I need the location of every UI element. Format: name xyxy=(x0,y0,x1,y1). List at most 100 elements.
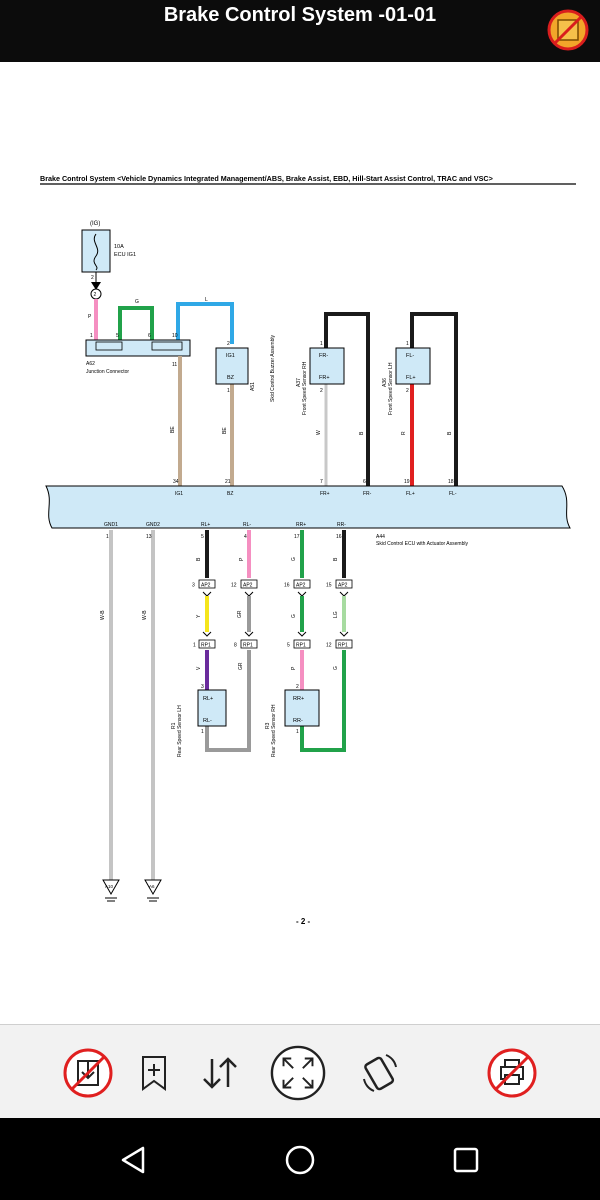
wire-color-p: P xyxy=(88,314,92,320)
wire-color-g: G xyxy=(333,666,339,670)
junction-pin: 11 xyxy=(172,362,177,368)
sensor-name: Front Speed Sensor LH xyxy=(388,362,394,415)
no-download-icon[interactable] xyxy=(60,1045,116,1101)
sensor-pin: 2 xyxy=(296,684,299,690)
sensor-terminal: FR+ xyxy=(319,375,330,381)
connector-label: AP2 xyxy=(201,583,211,589)
buzzer-pin: 2 xyxy=(227,341,230,347)
ecu-pin: 5 xyxy=(201,534,204,540)
ecu-terminal: FR+ xyxy=(320,491,330,497)
front-speed-sensor-lh xyxy=(395,347,431,385)
sensor-pin: 2 xyxy=(406,388,409,394)
sensor-pin: 1 xyxy=(296,729,299,735)
wire-color-b: B xyxy=(359,431,365,435)
ecu-terminal: IG1 xyxy=(175,491,183,497)
wire-color-g: G xyxy=(291,614,297,618)
sensor-name: Rear Speed Sensor LH xyxy=(177,705,183,757)
front-speed-sensor-rh xyxy=(309,347,345,385)
junction-connector xyxy=(85,339,191,357)
wire-color-gr: GR xyxy=(238,662,244,670)
rp1-connector-row xyxy=(198,639,353,649)
ecu-terminal: RL+ xyxy=(201,522,210,528)
recents-icon[interactable] xyxy=(446,1140,486,1180)
fullscreen-icon[interactable] xyxy=(270,1045,326,1101)
sensor-terminal: RL+ xyxy=(203,696,213,702)
wire-color-v: V xyxy=(196,666,202,670)
sort-icon[interactable] xyxy=(192,1045,248,1101)
junction-pin: 5 xyxy=(116,333,119,339)
rotate-icon[interactable] xyxy=(352,1045,408,1101)
ecu-pin: 19 xyxy=(404,479,410,485)
sensor-name: Front Speed Sensor RH xyxy=(302,361,308,415)
wire-color-b: B xyxy=(333,557,339,561)
ecu-terminal: FR- xyxy=(363,491,372,497)
sensor-terminal: FL+ xyxy=(406,375,416,381)
wire-color-p: P xyxy=(291,666,297,670)
viewer-toolbar xyxy=(0,1024,600,1118)
connector-pin: 16 xyxy=(284,583,290,589)
sensor-pin: 1 xyxy=(406,341,409,347)
ground-label: A6 xyxy=(149,884,155,889)
connector-pin: 3 xyxy=(192,583,195,589)
junction-name: Junction Connector xyxy=(86,369,129,375)
ecu-terminal: BZ xyxy=(227,491,233,497)
connector-label: AP2 xyxy=(243,583,253,589)
ig-label: (IG) xyxy=(90,221,100,227)
bookmark-add-icon[interactable] xyxy=(126,1045,182,1101)
sensor-terminal: FR- xyxy=(319,353,328,359)
connector-pin: 1 xyxy=(193,643,196,649)
ecu-pin: 21 xyxy=(225,479,231,485)
wire-color-lg: LG xyxy=(333,611,339,618)
junction-pin: 10 xyxy=(172,333,178,339)
buzzer-id: A51 xyxy=(250,382,256,391)
connector-pin: 8 xyxy=(234,643,237,649)
junction-pin: 6 xyxy=(148,333,151,339)
connector-pin: 15 xyxy=(326,583,332,589)
ecu-terminal: RL- xyxy=(243,522,251,528)
rear-speed-sensor-lh xyxy=(197,689,227,727)
page-number: - 2 - xyxy=(296,917,311,926)
sensor-pin: 3 xyxy=(201,684,204,690)
sensor-id: R1 xyxy=(171,722,177,729)
app-title-bar: Brake Control System -01-01 xyxy=(0,0,600,62)
wire-color-be: BE xyxy=(222,427,228,434)
ecu-terminal: GND2 xyxy=(146,522,160,528)
wiring-diagram-page[interactable]: Brake Control System <Vehicle Dynamics I… xyxy=(0,62,600,1024)
home-icon[interactable] xyxy=(280,1140,320,1180)
ground-icon xyxy=(144,879,162,896)
connector-pin: 12 xyxy=(326,643,332,649)
sensor-id: R3 xyxy=(265,722,271,729)
sensor-pin: 2 xyxy=(320,388,323,394)
sensor-pin: 1 xyxy=(320,341,323,347)
ecu-terminal: FL+ xyxy=(406,491,415,497)
wire-color-gr: GR xyxy=(237,610,243,618)
ecu-name: Skid Control ECU with Actuator Assembly xyxy=(376,541,468,547)
buzzer-terminal: IG1 xyxy=(226,353,235,359)
back-icon[interactable] xyxy=(114,1140,154,1180)
buzzer-pin: 1 xyxy=(227,388,230,394)
no-print-icon[interactable] xyxy=(484,1045,540,1101)
wire-color-p: P xyxy=(239,557,245,561)
wire-color-y: Y xyxy=(196,614,202,618)
connector-label: AP2 xyxy=(338,583,348,589)
fuse-pin-bottom: 2 xyxy=(94,292,97,298)
connector-label: RP1 xyxy=(243,643,253,649)
diagram-heading: Brake Control System <Vehicle Dynamics I… xyxy=(40,174,493,183)
ecu-terminal: RR+ xyxy=(296,522,306,528)
no-edit-icon[interactable] xyxy=(546,8,590,52)
ecu-pin: 13 xyxy=(146,534,152,540)
sensor-name: Rear Speed Sensor RH xyxy=(271,704,277,757)
wire-color-b: B xyxy=(447,431,453,435)
ecu-pin: 34 xyxy=(173,479,179,485)
wire-color-wb: W-B xyxy=(100,610,106,620)
ecu-pin: 16 xyxy=(336,534,342,540)
sensor-id: A36 xyxy=(382,378,388,387)
ground-icon xyxy=(102,879,120,896)
ecu-pin: 4 xyxy=(244,534,247,540)
wire-color-wb: W-B xyxy=(142,610,148,620)
wire-color-l: L xyxy=(205,297,208,303)
connector-label: RP1 xyxy=(201,643,211,649)
ecu-pin: 18 xyxy=(448,479,454,485)
buzzer-name: Skid Control Buzzer Assembly xyxy=(270,335,276,402)
wire-color-r: R xyxy=(401,431,407,435)
